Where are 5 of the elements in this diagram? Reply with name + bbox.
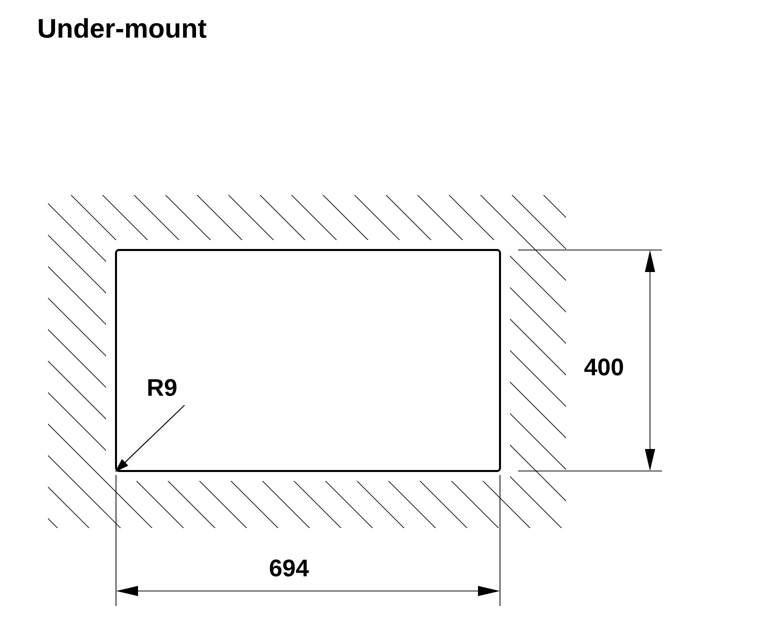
title: Under-mount <box>38 18 206 38</box>
sink-cutout <box>115 249 501 472</box>
radius-label: R9 <box>148 379 176 396</box>
dimension-label: 694 <box>270 560 309 576</box>
dimension-label: 400 <box>584 358 624 376</box>
